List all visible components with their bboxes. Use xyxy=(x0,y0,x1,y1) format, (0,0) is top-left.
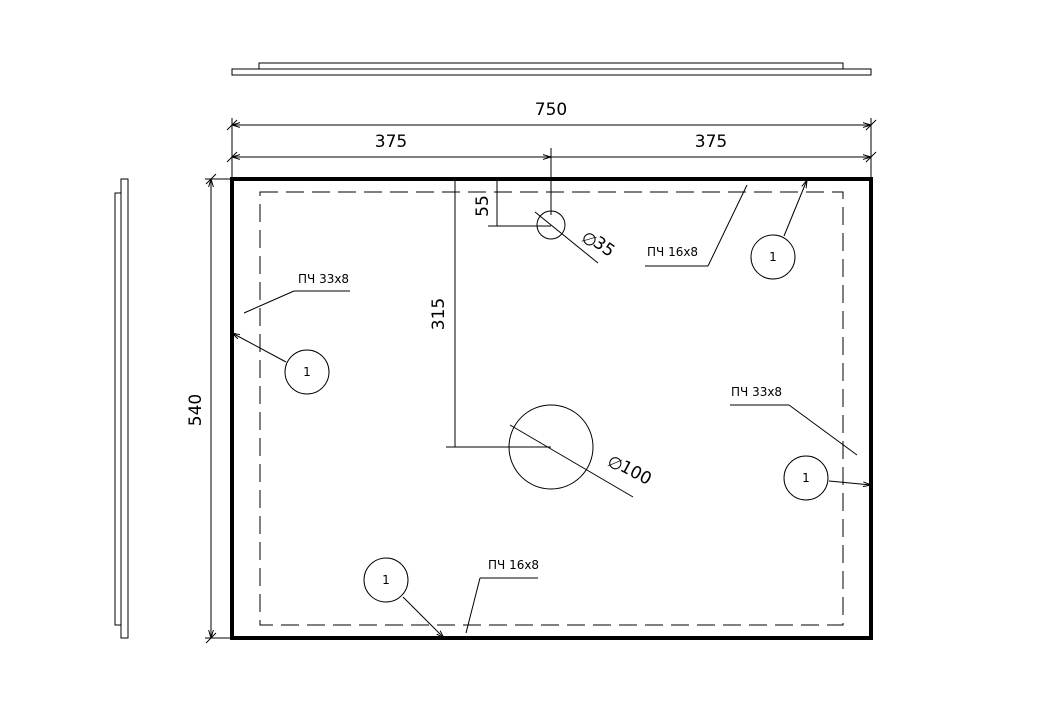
large-hole-diameter-label: 100 xyxy=(617,457,655,490)
dimension-hole-vertical: 315 xyxy=(429,179,551,448)
bubble-top-right-label: 1 xyxy=(769,250,777,264)
bubble-bottom-label: 1 xyxy=(382,573,390,587)
bubble-left-label: 1 xyxy=(303,365,311,379)
bottom-note: ПЧ 16х8 xyxy=(488,558,539,572)
bubble-left: 1 xyxy=(232,333,330,395)
top-left-note: ПЧ 33х8 xyxy=(298,272,349,286)
dimension-half-widths: 375 375 xyxy=(226,132,877,215)
inner-dashed-border xyxy=(259,191,844,626)
dimension-height: 540 xyxy=(186,173,232,644)
small-hole: ∅ 35 xyxy=(534,210,618,264)
panel-outline xyxy=(230,177,873,640)
bubble-right: 1 xyxy=(783,455,871,501)
left-side-view xyxy=(114,178,129,639)
callout-top-left: ПЧ 33х8 xyxy=(243,272,350,314)
top-right-note: ПЧ 16х8 xyxy=(647,245,698,259)
half-left-label: 375 xyxy=(375,132,407,152)
dimension-hole-top-offset: 55 xyxy=(473,179,551,227)
total-width-label: 750 xyxy=(535,100,567,120)
callout-right: ПЧ 33х8 xyxy=(730,385,858,456)
right-note: ПЧ 33х8 xyxy=(731,385,782,399)
bubble-top-right: 1 xyxy=(750,180,807,280)
top-side-view xyxy=(231,62,872,76)
callout-bottom: ПЧ 16х8 xyxy=(465,558,539,634)
hole-top-offset-label: 55 xyxy=(473,195,493,217)
hole-vertical-label: 315 xyxy=(429,298,449,330)
height-label: 540 xyxy=(186,394,206,426)
bubble-bottom: 1 xyxy=(363,557,444,638)
large-hole: ∅ 100 xyxy=(508,404,655,498)
dimension-total-width: 750 xyxy=(226,100,877,179)
half-right-label: 375 xyxy=(695,132,727,152)
callout-top-right: ПЧ 16х8 xyxy=(645,184,748,267)
bubble-right-label: 1 xyxy=(802,471,810,485)
